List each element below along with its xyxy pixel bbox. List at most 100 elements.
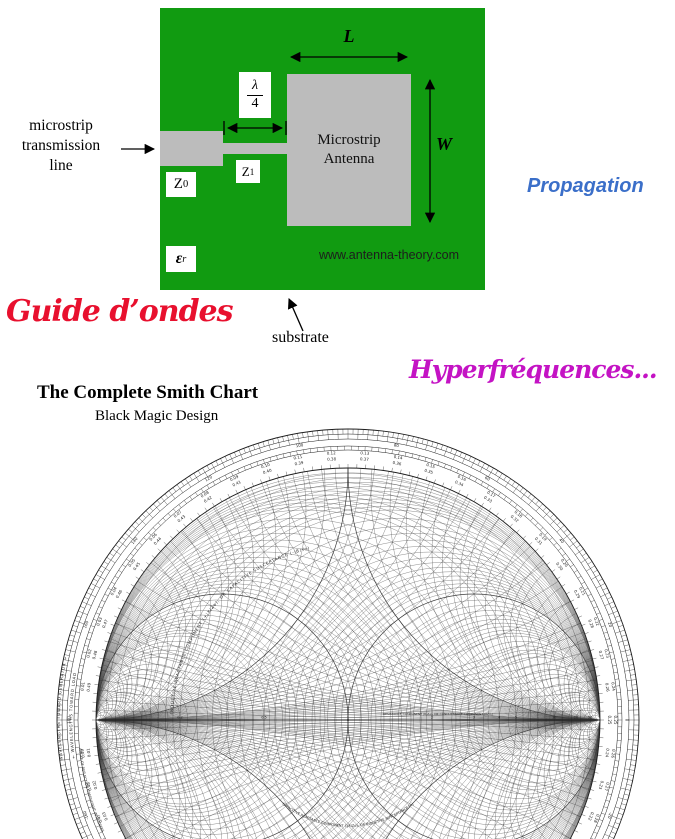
svg-text:0.28: 0.28 (587, 619, 595, 630)
svg-text:0.25: 0.25 (607, 716, 612, 725)
svg-text:0.18: 0.18 (513, 509, 523, 519)
length-dimension-label: L (343, 26, 355, 46)
propagation-annotation: Propagation (527, 175, 644, 197)
svg-text:0.20: 0.20 (560, 558, 570, 569)
z1-subscript: 1 (249, 166, 255, 177)
svg-text:0.27: 0.27 (598, 650, 605, 660)
smith-chart-title: The Complete Smith Chart (37, 382, 259, 403)
substrate-pointer-arrow (287, 298, 304, 332)
svg-text:0.03: 0.03 (95, 616, 103, 627)
svg-text:0.19: 0.19 (538, 532, 548, 542)
svg-text:0.35: 0.35 (424, 468, 434, 476)
svg-text:0.17: 0.17 (486, 490, 497, 499)
svg-text:0.01: 0.01 (80, 681, 86, 691)
quarter-wave-line (223, 143, 287, 154)
svg-text:-160: -160 (82, 810, 90, 821)
svg-text:0.49: 0.49 (80, 748, 86, 758)
svg-text:0.13: 0.13 (360, 450, 370, 456)
patch: Microstrip Antenna (287, 74, 411, 226)
z0-subscript: 0 (182, 179, 189, 190)
svg-text:0.24: 0.24 (610, 682, 616, 692)
svg-text:10: 10 (552, 716, 556, 720)
smith-chart: 0.010.020.030.040.050.060.070.080.090.10… (48, 420, 640, 839)
svg-text:0.15: 0.15 (426, 462, 436, 470)
svg-text:5: 5 (515, 716, 517, 720)
lambda-denominator: 4 (251, 95, 259, 111)
svg-text:-20: -20 (607, 811, 614, 819)
svg-text:100: 100 (295, 442, 304, 448)
hyperfrequences-annotation: Hyperfréquences... (409, 355, 658, 384)
svg-text:0.23: 0.23 (604, 649, 611, 659)
svg-text:20: 20 (574, 716, 578, 720)
lambda-symbol: λ (246, 78, 264, 96)
patch-label-line2: Antenna (323, 151, 375, 167)
svg-text:0.24: 0.24 (604, 748, 610, 758)
svg-text:← WAVELENGTHS TOWARD LOAD: ← WAVELENGTHS TOWARD LOAD (68, 672, 77, 759)
svg-text:0.26: 0.26 (610, 749, 616, 759)
svg-text:0.41: 0.41 (232, 479, 243, 488)
svg-text:0.32: 0.32 (510, 514, 520, 524)
svg-text:0.34: 0.34 (454, 479, 465, 488)
svg-text:0.49: 0.49 (86, 682, 92, 692)
svg-text:0.39: 0.39 (294, 460, 304, 467)
svg-text:0.42: 0.42 (203, 494, 214, 503)
epsilon-symbol: ε (175, 250, 183, 267)
svg-text:0.43: 0.43 (176, 513, 186, 523)
smith-chart-subtitle: Black Magic Design (95, 408, 219, 424)
feed-line (160, 131, 223, 166)
svg-text:0.12: 0.12 (327, 450, 337, 456)
svg-text:0.02: 0.02 (85, 648, 92, 658)
svg-text:0: 0 (625, 719, 630, 722)
svg-text:0.14: 0.14 (393, 454, 403, 461)
svg-text:0.48: 0.48 (91, 650, 98, 660)
svg-text:0.10: 0.10 (260, 462, 270, 470)
svg-text:60: 60 (484, 475, 491, 482)
svg-text:180: 180 (67, 716, 72, 724)
svg-text:0.08: 0.08 (200, 489, 211, 498)
svg-text:40: 40 (558, 537, 565, 544)
svg-text:0.11: 0.11 (293, 454, 303, 461)
svg-text:0.26: 0.26 (604, 682, 610, 692)
svg-text:0.04: 0.04 (109, 586, 118, 597)
svg-text:4: 4 (498, 716, 501, 720)
svg-text:0.22: 0.22 (587, 811, 595, 822)
svg-text:0.38: 0.38 (327, 456, 337, 462)
svg-text:0.31: 0.31 (534, 536, 544, 546)
epsilon-subscript: r (182, 253, 187, 265)
z1-symbol: Z (241, 163, 250, 179)
svg-text:0.44: 0.44 (153, 536, 163, 546)
svg-text:0.40: 0.40 (262, 467, 272, 475)
svg-text:0.06: 0.06 (148, 532, 158, 542)
svg-text:0.23: 0.23 (598, 780, 605, 790)
svg-text:0.5: 0.5 (261, 716, 267, 720)
svg-text:0.36: 0.36 (392, 460, 402, 467)
svg-text:0.47: 0.47 (101, 618, 109, 629)
svg-text:80: 80 (394, 442, 400, 448)
svg-text:0.21: 0.21 (578, 586, 587, 597)
svg-text:0.22: 0.22 (593, 616, 601, 627)
svg-text:0.28: 0.28 (593, 813, 601, 824)
svg-text:0.33: 0.33 (483, 495, 494, 504)
svg-text:50: 50 (588, 716, 592, 720)
svg-text:20: 20 (607, 621, 614, 628)
svg-text:1: 1 (347, 716, 349, 720)
quarter-wavelength-label: λ 4 (239, 72, 271, 118)
svg-text:3: 3 (473, 716, 475, 720)
svg-text:0.29: 0.29 (573, 589, 582, 600)
watermark-text: www.antenna-theory.com (318, 248, 460, 262)
svg-text:0.03: 0.03 (101, 811, 109, 822)
svg-text:0.48: 0.48 (85, 781, 92, 791)
svg-text:0.01: 0.01 (85, 748, 91, 758)
svg-text:0.46: 0.46 (115, 589, 124, 600)
svg-text:0.45: 0.45 (132, 561, 142, 572)
svg-text:0.2: 0.2 (177, 716, 183, 720)
svg-text:0.37: 0.37 (360, 456, 370, 462)
svg-text:0.16: 0.16 (457, 474, 468, 483)
svg-text:0.25: 0.25 (613, 716, 618, 725)
svg-text:0.05: 0.05 (127, 557, 137, 568)
svg-text:0.02: 0.02 (91, 780, 98, 790)
